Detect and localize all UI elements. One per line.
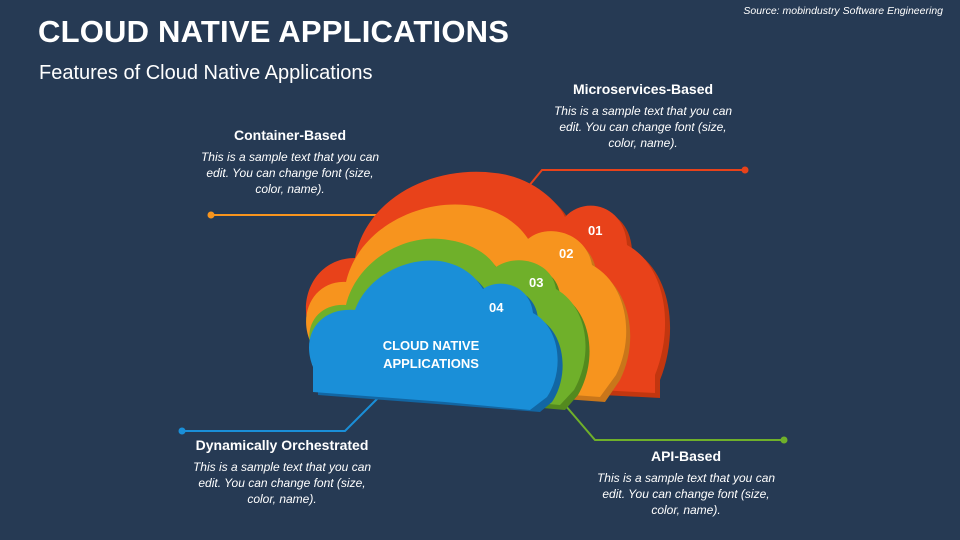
source-note: Source: mobindustry Software Engineering xyxy=(743,5,943,17)
feature-title: Dynamically Orchestrated xyxy=(195,437,369,453)
feature-description: This is a sample text that you can edit.… xyxy=(596,471,776,517)
page-title: CLOUD NATIVE APPLICATIONS xyxy=(38,14,510,49)
layer-number-04: 04 xyxy=(489,300,504,315)
feature-description: This is a sample text that you can edit.… xyxy=(200,150,380,196)
page-subtitle: Features of Cloud Native Applications xyxy=(39,62,373,84)
feature-dynamic: Dynamically Orchestrated This is a sampl… xyxy=(167,437,397,507)
layer-number-01: 01 xyxy=(588,223,602,238)
feature-title: Microservices-Based xyxy=(572,81,714,97)
connector-dynamic xyxy=(178,397,379,435)
feature-api: API-Based This is a sample text that you… xyxy=(571,448,801,518)
layer-number-02: 02 xyxy=(559,246,573,261)
center-label-line2: APPLICATIONS xyxy=(383,356,479,371)
cloud-layer-04 xyxy=(309,260,563,412)
feature-container: Container-Based This is a sample text th… xyxy=(175,127,405,197)
center-label-line1: CLOUD NATIVE xyxy=(383,338,480,353)
connector-api xyxy=(564,404,788,444)
feature-microservices: Microservices-Based This is a sample tex… xyxy=(528,81,758,151)
layer-number-03: 03 xyxy=(529,275,543,290)
feature-description: This is a sample text that you can edit.… xyxy=(192,460,372,506)
feature-title: API-Based xyxy=(650,448,722,464)
feature-description: This is a sample text that you can edit.… xyxy=(553,104,733,150)
feature-title: Container-Based xyxy=(233,127,347,143)
